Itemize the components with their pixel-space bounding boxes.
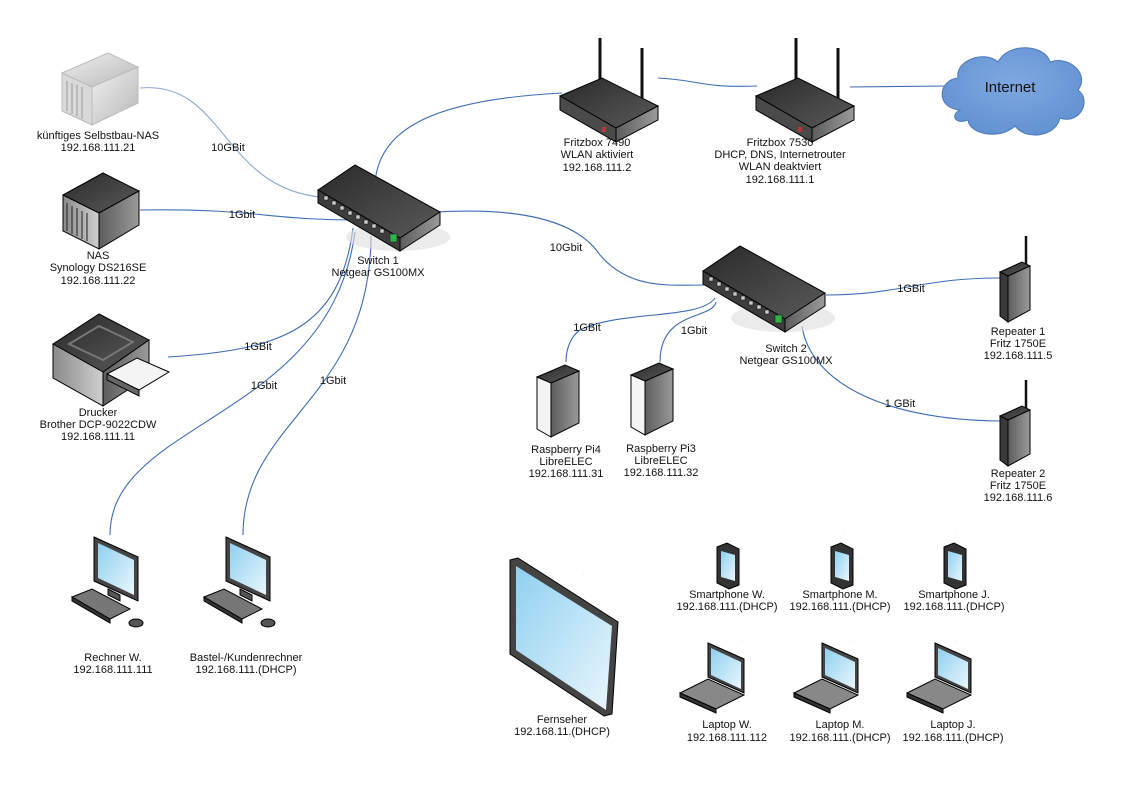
edge-switch2-repeater2: [801, 325, 1001, 422]
edge-switch1-switch2: [436, 210, 706, 286]
node-label: Smartphone W.192.168.111.(DHCP): [676, 589, 777, 613]
edge-label: 1Gbit: [229, 209, 255, 221]
edge-switch2-pi4: [565, 297, 716, 363]
network-switch-icon: [702, 245, 836, 333]
wireless-repeater-icon: [998, 234, 1032, 324]
edge-printer-switch1: [167, 227, 354, 358]
node-phone-j[interactable]: Smartphone J.192.168.111.(DHCP): [903, 533, 1005, 613]
node-label: Laptop J.192.168.111.(DHCP): [902, 719, 1003, 744]
edge-label: 1Gbit: [681, 325, 707, 337]
node-rechner-w[interactable]: Rechner W.192.168.111.111: [71, 536, 153, 676]
wifi-icon: [741, 640, 744, 641]
network-switch-icon: [317, 164, 451, 252]
edge-label: 1GBit: [573, 322, 601, 334]
laptop-icon: [679, 642, 745, 714]
mini-pc-icon: [630, 362, 674, 436]
node-laptop-j[interactable]: Laptop J.192.168.111.(DHCP): [902, 640, 1004, 744]
edge-label: 1GBit: [244, 341, 272, 353]
edge-rechner-switch1: [109, 231, 356, 536]
desktop-pc-icon: [203, 536, 276, 628]
wifi-icon: [842, 533, 845, 534]
wifi-icon: [1027, 236, 1030, 237]
server-rack-icon: [61, 52, 139, 126]
wireless-repeater-icon: [998, 378, 1032, 468]
tv-icon: [509, 557, 619, 717]
edge-switch2-pi3: [659, 301, 717, 363]
laptop-icon: [906, 642, 972, 714]
node-laptop-w[interactable]: Laptop W.192.168.111.112: [679, 640, 767, 744]
node-label: Laptop W.192.168.111.112: [687, 719, 767, 744]
edge-label: 1Gbit: [320, 375, 346, 387]
edge-labels: 10GBit 1Gbit 1GBit 1Gbit 1Gbit 10Gbit 1G…: [211, 142, 925, 410]
nas-tower-icon: [62, 172, 140, 250]
node-label: Rechner W.192.168.111.111: [73, 652, 152, 676]
edge-fritz7530-internet: [849, 85, 949, 88]
mini-pc-icon: [536, 364, 580, 438]
edge-nasfuture-switch1: [139, 87, 341, 199]
cloud-icon: [941, 47, 1085, 136]
edge-label: 10Gbit: [550, 242, 582, 254]
wifi-icon: [955, 640, 958, 641]
smartphone-icon: [830, 542, 854, 590]
node-label: Laptop M.192.168.111.(DHCP): [789, 719, 890, 744]
node-label: Smartphone J.192.168.111.(DHCP): [903, 589, 1004, 613]
edges: [109, 77, 1001, 536]
edge-nas-switch1: [139, 209, 356, 221]
desktop-pc-icon: [71, 536, 144, 628]
edge-switch1-fritz7490: [374, 92, 563, 183]
node-phone-m[interactable]: Smartphone M.192.168.111.(DHCP): [789, 533, 891, 613]
wifi-icon: [582, 574, 585, 575]
node-laptop-m[interactable]: Laptop M.192.168.111.(DHCP): [789, 640, 891, 744]
wifi-icon: [728, 533, 731, 534]
smartphone-icon: [943, 542, 967, 590]
edge-label: 10GBit: [211, 142, 245, 154]
edge-label: 1Gbit: [251, 380, 277, 392]
wifi-icon: [606, 40, 609, 41]
smartphone-icon: [716, 542, 740, 590]
wifi-icon: [1027, 380, 1030, 381]
wifi-icon: [849, 640, 852, 641]
node-label: Internet: [985, 79, 1037, 96]
node-phone-w[interactable]: Smartphone W.192.168.111.(DHCP): [676, 533, 778, 613]
edge-label: 1 GBit: [885, 398, 916, 410]
node-internet[interactable]: Internet: [941, 47, 1085, 136]
router-icon: [754, 36, 856, 144]
edge-switch2-repeater1: [825, 277, 1001, 296]
laptop-icon: [793, 642, 859, 714]
edge-label: 1GBit: [897, 283, 925, 295]
printer-icon: [52, 313, 170, 407]
wifi-icon: [955, 533, 958, 534]
wireless-router-icon: [558, 36, 660, 144]
node-label: Smartphone M.192.168.111.(DHCP): [789, 589, 890, 613]
edge-fritz7490-fritz7530: [657, 77, 758, 87]
edge-bastel-switch1: [242, 235, 372, 536]
